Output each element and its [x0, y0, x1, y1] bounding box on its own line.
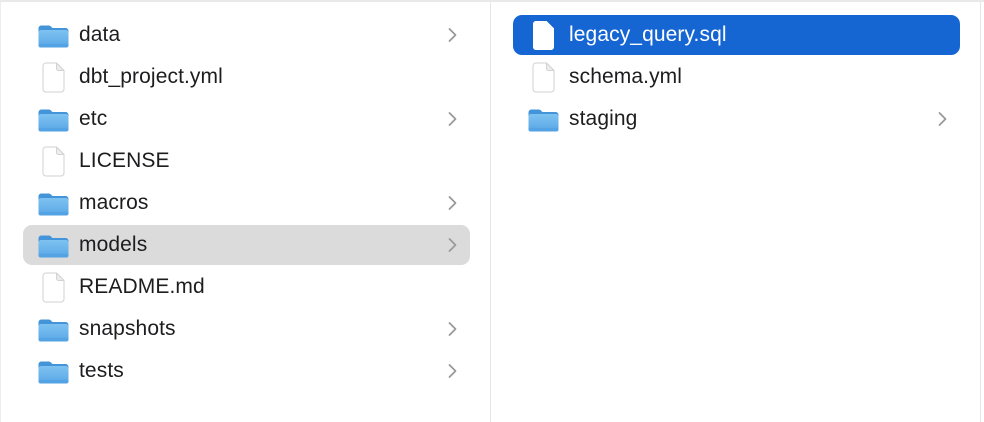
folder-icon [38, 193, 69, 215]
item-icon-slot [37, 106, 70, 133]
item-label: models [79, 233, 148, 256]
item-label: macros [79, 191, 149, 214]
chevron-right-icon [448, 195, 457, 211]
item-icon-slot [37, 272, 70, 303]
file-column-2: legacy_query.sql [491, 2, 981, 422]
item-label: dbt_project.yml [79, 65, 223, 88]
list-item-legacy-query-sql[interactable]: legacy_query.sql [513, 15, 960, 55]
folder-icon [38, 319, 69, 341]
item-label: README.md [79, 275, 205, 298]
item-label: schema.yml [569, 65, 683, 88]
list-item-license[interactable]: LICENSE [23, 141, 470, 181]
item-icon-slot [37, 190, 70, 217]
chevron-right-icon [448, 27, 457, 43]
list-item-data[interactable]: data [23, 15, 470, 55]
list-item-tests[interactable]: tests [23, 351, 470, 391]
file-icon [42, 272, 65, 302]
file-icon [42, 62, 65, 92]
item-icon-slot [37, 146, 70, 177]
list-item-models[interactable]: models [23, 225, 470, 265]
list-item-snapshots[interactable]: snapshots [23, 309, 470, 349]
item-label: data [79, 23, 121, 46]
item-icon-slot [37, 316, 70, 343]
folder-icon [528, 109, 559, 131]
item-icon-slot [527, 62, 560, 93]
chevron-right-icon [448, 363, 457, 379]
item-label: tests [79, 359, 124, 382]
list-item-staging[interactable]: staging [513, 99, 960, 139]
item-label: etc [79, 107, 108, 130]
list-item-macros[interactable]: macros [23, 183, 470, 223]
item-label: staging [569, 107, 638, 130]
list-item-schema-yml[interactable]: schema.yml [513, 57, 960, 97]
chevron-right-icon [448, 237, 457, 253]
chevron-right-icon [448, 321, 457, 337]
file-column-1: data dbt_pr [1, 2, 491, 422]
item-label: LICENSE [79, 149, 170, 172]
item-icon-slot [37, 62, 70, 93]
file-icon [42, 146, 65, 176]
file-icon [533, 20, 554, 50]
chevron-right-icon [448, 111, 457, 127]
item-icon-slot [37, 358, 70, 385]
file-icon [532, 62, 555, 92]
folder-icon [38, 25, 69, 47]
folder-icon [38, 109, 69, 131]
item-label: snapshots [79, 317, 176, 340]
item-icon-slot [37, 22, 70, 49]
chevron-right-icon [938, 111, 947, 127]
item-icon-slot [37, 232, 70, 259]
list-item-etc[interactable]: etc [23, 99, 470, 139]
folder-icon [38, 235, 69, 257]
list-item-readme-md[interactable]: README.md [23, 267, 470, 307]
item-label: legacy_query.sql [569, 23, 727, 46]
item-icon-slot [527, 106, 560, 133]
item-icon-slot [527, 20, 560, 51]
folder-icon [38, 361, 69, 383]
list-item-dbt-project-yml[interactable]: dbt_project.yml [23, 57, 470, 97]
